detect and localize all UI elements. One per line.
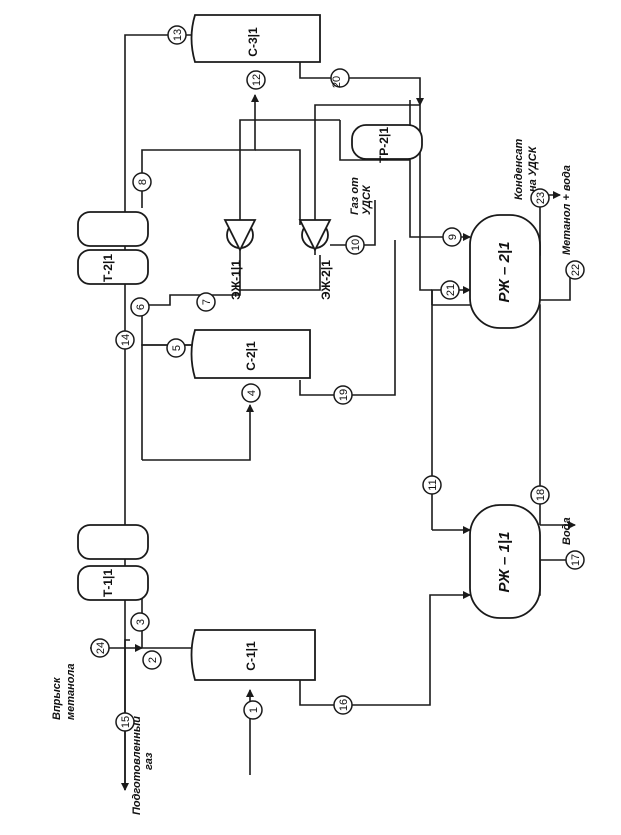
svg-text:14: 14 bbox=[120, 334, 132, 346]
svg-text:20: 20 bbox=[331, 76, 343, 88]
methanol-injection-line2: метанола bbox=[65, 664, 77, 720]
node-2: 2 bbox=[142, 650, 162, 670]
node-21: 21 bbox=[440, 280, 460, 300]
node-8: 8 bbox=[132, 172, 152, 192]
prepared-gas-label-line1: Подготовленный bbox=[131, 716, 143, 815]
node-16: 16 bbox=[333, 695, 353, 715]
condensate-to-udsk-line1: Конденсат bbox=[513, 138, 525, 200]
svg-text:15: 15 bbox=[120, 716, 132, 728]
node-15: 15 bbox=[115, 712, 135, 732]
svg-text:21: 21 bbox=[445, 284, 457, 296]
equipment-c31: С-3|1 bbox=[190, 14, 321, 63]
node-23: 23 bbox=[530, 188, 550, 208]
stream-labels: Подготовленный газ Впрыск метанола Газ о… bbox=[51, 138, 573, 815]
svg-text:5: 5 bbox=[171, 345, 183, 351]
prepared-gas-label-line2: газ bbox=[143, 752, 155, 770]
node-18: 18 bbox=[530, 485, 550, 505]
svg-text:1: 1 bbox=[248, 707, 260, 713]
node-markers: 1 2 3 4 5 6 7 8 9 10 11 12 13 14 15 16 1… bbox=[90, 25, 585, 732]
c31-label: С-3|1 bbox=[246, 27, 260, 57]
svg-text:22: 22 bbox=[570, 264, 582, 276]
svg-text:8: 8 bbox=[137, 179, 149, 185]
node-13: 13 bbox=[167, 25, 187, 45]
svg-text:23: 23 bbox=[535, 192, 547, 204]
equipment-rj21: РЖ – 2|1 bbox=[469, 214, 541, 329]
equipment-tr21: ТР-2|1 bbox=[351, 124, 423, 163]
c21-label: С-2|1 bbox=[244, 341, 258, 371]
svg-text:7: 7 bbox=[201, 299, 213, 305]
svg-text:19: 19 bbox=[338, 389, 350, 401]
condensate-to-udsk-line2: на УДСК bbox=[527, 145, 539, 192]
svg-text:3: 3 bbox=[135, 619, 147, 625]
methanol-injection-line1: Впрыск bbox=[51, 676, 63, 720]
node-9: 9 bbox=[442, 227, 462, 247]
node-3: 3 bbox=[130, 612, 150, 632]
node-20: 20 bbox=[330, 68, 350, 88]
node-6: 6 bbox=[130, 297, 150, 317]
ej21-label: ЭЖ-2|1 bbox=[319, 260, 333, 300]
node-11: 11 bbox=[422, 475, 442, 495]
node-12: 12 bbox=[246, 70, 266, 90]
equipment-t21: Т-2|1 bbox=[77, 211, 149, 285]
rj11-label: РЖ – 1|1 bbox=[496, 532, 513, 593]
node-22: 22 bbox=[565, 260, 585, 280]
rj21-label: РЖ – 2|1 bbox=[496, 242, 513, 303]
methanol-water-label: Метанол + вода bbox=[561, 165, 573, 255]
equipment-t11: Т-1|1 bbox=[77, 524, 149, 601]
node-5: 5 bbox=[166, 338, 186, 358]
equipment-ejectors: ЭЖ-1|1 ЭЖ-2|1 bbox=[223, 219, 333, 300]
gas-from-udsk-line1: Газ от bbox=[349, 177, 361, 215]
svg-text:10: 10 bbox=[350, 239, 362, 251]
water-label: Вода bbox=[561, 517, 573, 545]
svg-text:4: 4 bbox=[246, 390, 258, 396]
piping bbox=[90, 34, 576, 791]
svg-text:18: 18 bbox=[535, 489, 547, 501]
svg-text:13: 13 bbox=[172, 29, 184, 41]
svg-text:17: 17 bbox=[570, 554, 582, 566]
svg-text:9: 9 bbox=[447, 234, 459, 240]
equipment-rj11: РЖ – 1|1 bbox=[469, 504, 541, 619]
node-10: 10 bbox=[345, 235, 365, 255]
node-4: 4 bbox=[241, 383, 261, 403]
svg-text:12: 12 bbox=[251, 74, 263, 86]
node-24: 24 bbox=[90, 638, 110, 658]
equipment-c11: С-1|1 bbox=[190, 629, 316, 681]
node-17: 17 bbox=[565, 550, 585, 570]
svg-text:16: 16 bbox=[338, 699, 350, 711]
tr21-label: ТР-2|1 bbox=[377, 127, 391, 163]
node-1: 1 bbox=[243, 700, 263, 720]
node-14: 14 bbox=[115, 330, 135, 350]
gas-from-udsk-line2: УДСК bbox=[361, 184, 373, 215]
svg-text:2: 2 bbox=[147, 657, 159, 663]
node-7: 7 bbox=[196, 292, 216, 312]
svg-text:11: 11 bbox=[427, 479, 439, 490]
t21-label: Т-2|1 bbox=[101, 254, 115, 282]
c11-label: С-1|1 bbox=[244, 641, 258, 671]
svg-text:24: 24 bbox=[95, 642, 107, 654]
equipment-c21: С-2|1 bbox=[190, 329, 311, 379]
svg-text:6: 6 bbox=[135, 304, 147, 310]
t11-label: Т-1|1 bbox=[101, 569, 115, 597]
ej11-label: ЭЖ-1|1 bbox=[229, 260, 243, 300]
node-19: 19 bbox=[333, 385, 353, 405]
